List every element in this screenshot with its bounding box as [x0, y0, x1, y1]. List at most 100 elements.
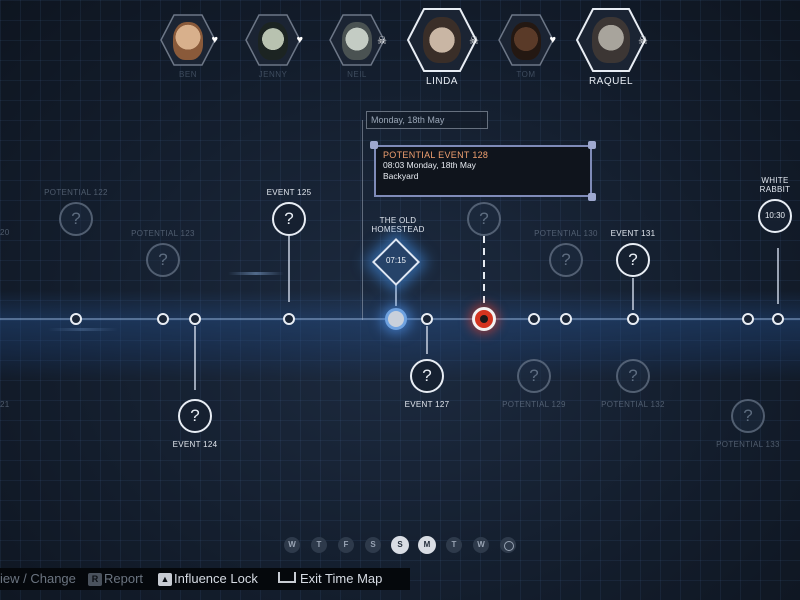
character-linda[interactable]: ☠ LINDA [405, 8, 479, 87]
potential-event-123[interactable]: POTENTIAL 123 ? [103, 229, 223, 277]
event-125[interactable]: EVENT 125 ? [229, 188, 349, 236]
heart-icon: ♥ [296, 34, 303, 46]
character-name: JENNY [258, 70, 288, 79]
event-label: 21 [0, 400, 10, 409]
timeline-node[interactable] [560, 313, 572, 325]
event-tooltip: POTENTIAL EVENT 128 08:03 Monday, 18th M… [374, 145, 592, 197]
character-name: NEIL [347, 70, 367, 79]
exit-time-map-hint[interactable]: Exit Time Map [278, 571, 382, 586]
event-connector-dashed [483, 236, 485, 306]
event-connector [777, 248, 779, 304]
character-name: RAQUEL [588, 76, 634, 87]
character-name: TOM [516, 70, 536, 79]
tooltip-corner [370, 141, 378, 149]
end-day-icon[interactable] [500, 537, 516, 553]
timeline-node[interactable] [528, 313, 540, 325]
timeline-node[interactable] [627, 313, 639, 325]
event-124[interactable]: ? EVENT 124 [135, 399, 255, 449]
avatar [258, 22, 288, 60]
question-icon: ? [467, 202, 501, 236]
character-neil[interactable]: ☠ NEIL [327, 14, 387, 79]
timeline-node[interactable] [772, 313, 784, 325]
character-ben[interactable]: ♥ BEN [158, 14, 218, 79]
day-button[interactable]: W [284, 537, 300, 553]
event-label: POTENTIAL 129 [502, 400, 566, 409]
character-tom[interactable]: ♥ TOM [496, 14, 556, 79]
character-raquel[interactable]: ☠ RAQUEL [574, 8, 648, 87]
potential-event-132[interactable]: ? POTENTIAL 132 [573, 359, 693, 409]
potential-event-128[interactable]: ? [424, 202, 544, 236]
event-label: EVENT 131 [610, 229, 656, 238]
date-label: Monday, 18th May [366, 111, 488, 129]
potential-event-133[interactable]: ? POTENTIAL 133 [688, 399, 800, 449]
event-label: POTENTIAL 133 [716, 440, 780, 449]
influence-lock-hint[interactable]: ▲Influence Lock [158, 571, 258, 586]
event-white-rabbit[interactable]: WHITE RABBIT 10:30 [740, 176, 800, 233]
event-121[interactable]: 21 [0, 400, 20, 409]
timeline-node[interactable] [283, 313, 295, 325]
day-button[interactable]: S [365, 537, 381, 553]
event-label: POTENTIAL 122 [44, 188, 108, 197]
exit-time-map-label: Exit Time Map [300, 571, 383, 586]
spacebar-key-icon [278, 572, 296, 583]
day-button[interactable]: T [311, 537, 327, 553]
timeline-node[interactable] [742, 313, 754, 325]
event-label: 20 [0, 228, 10, 237]
avatar [342, 22, 372, 60]
timeline-node[interactable] [157, 313, 169, 325]
question-icon: ? [410, 359, 444, 393]
timeline-node[interactable] [70, 313, 82, 325]
event-label: RABBIT [759, 185, 791, 194]
day-button[interactable]: T [446, 537, 462, 553]
event-131[interactable]: EVENT 131 ? [573, 229, 693, 277]
question-icon: ? [59, 202, 93, 236]
event-connector [288, 236, 290, 302]
event-120[interactable]: 20 [0, 228, 20, 237]
character-jenny[interactable]: ♥ JENNY [243, 14, 303, 79]
avatar [423, 17, 461, 63]
skull-icon: ☠ [469, 35, 479, 47]
tooltip-title: POTENTIAL EVENT 128 [383, 150, 489, 160]
day-button[interactable]: W [473, 537, 489, 553]
up-arrow-key-icon: ▲ [158, 573, 172, 586]
light-streak [228, 272, 284, 275]
event-label: WHITE [761, 176, 789, 185]
event-connector [395, 282, 397, 306]
character-name: LINDA [426, 76, 458, 87]
day-button-selected[interactable]: S [391, 536, 409, 554]
day-button-selected[interactable]: M [418, 536, 436, 554]
event-127[interactable]: ? EVENT 127 [367, 359, 487, 409]
skull-icon: ☠ [377, 35, 387, 47]
character-name: BEN [179, 70, 197, 79]
question-icon: ? [616, 359, 650, 393]
event-label: EVENT 125 [266, 188, 312, 197]
potential-event-130[interactable]: POTENTIAL 130 ? [506, 229, 626, 277]
report-key-icon: R [88, 573, 102, 586]
question-icon: ? [146, 243, 180, 277]
timeline-node[interactable] [421, 313, 433, 325]
view-change-hint[interactable]: iew / Change [0, 571, 76, 586]
event-label: THE OLD [379, 216, 417, 225]
event-label: POTENTIAL 130 [534, 229, 598, 238]
day-button[interactable]: F [338, 537, 354, 553]
event-label: EVENT 127 [404, 400, 450, 409]
event-time: 10:30 [758, 199, 792, 233]
light-streak [48, 328, 118, 331]
event-time: 07:15 [385, 256, 407, 265]
timeline-node[interactable] [189, 313, 201, 325]
event-old-homestead[interactable]: THE OLD HOMESTEAD [338, 216, 458, 234]
skull-icon: ☠ [638, 35, 648, 47]
selected-event-node[interactable] [472, 307, 496, 331]
tooltip-corner [588, 141, 596, 149]
current-time-node[interactable] [385, 308, 407, 330]
avatar [592, 17, 630, 63]
tooltip-location: Backyard [383, 171, 419, 181]
question-icon: ? [178, 399, 212, 433]
avatar [511, 22, 541, 60]
event-label: EVENT 124 [172, 440, 218, 449]
potential-event-129[interactable]: ? POTENTIAL 129 [474, 359, 594, 409]
event-connector [194, 326, 196, 390]
potential-event-122[interactable]: POTENTIAL 122 ? [16, 188, 136, 236]
